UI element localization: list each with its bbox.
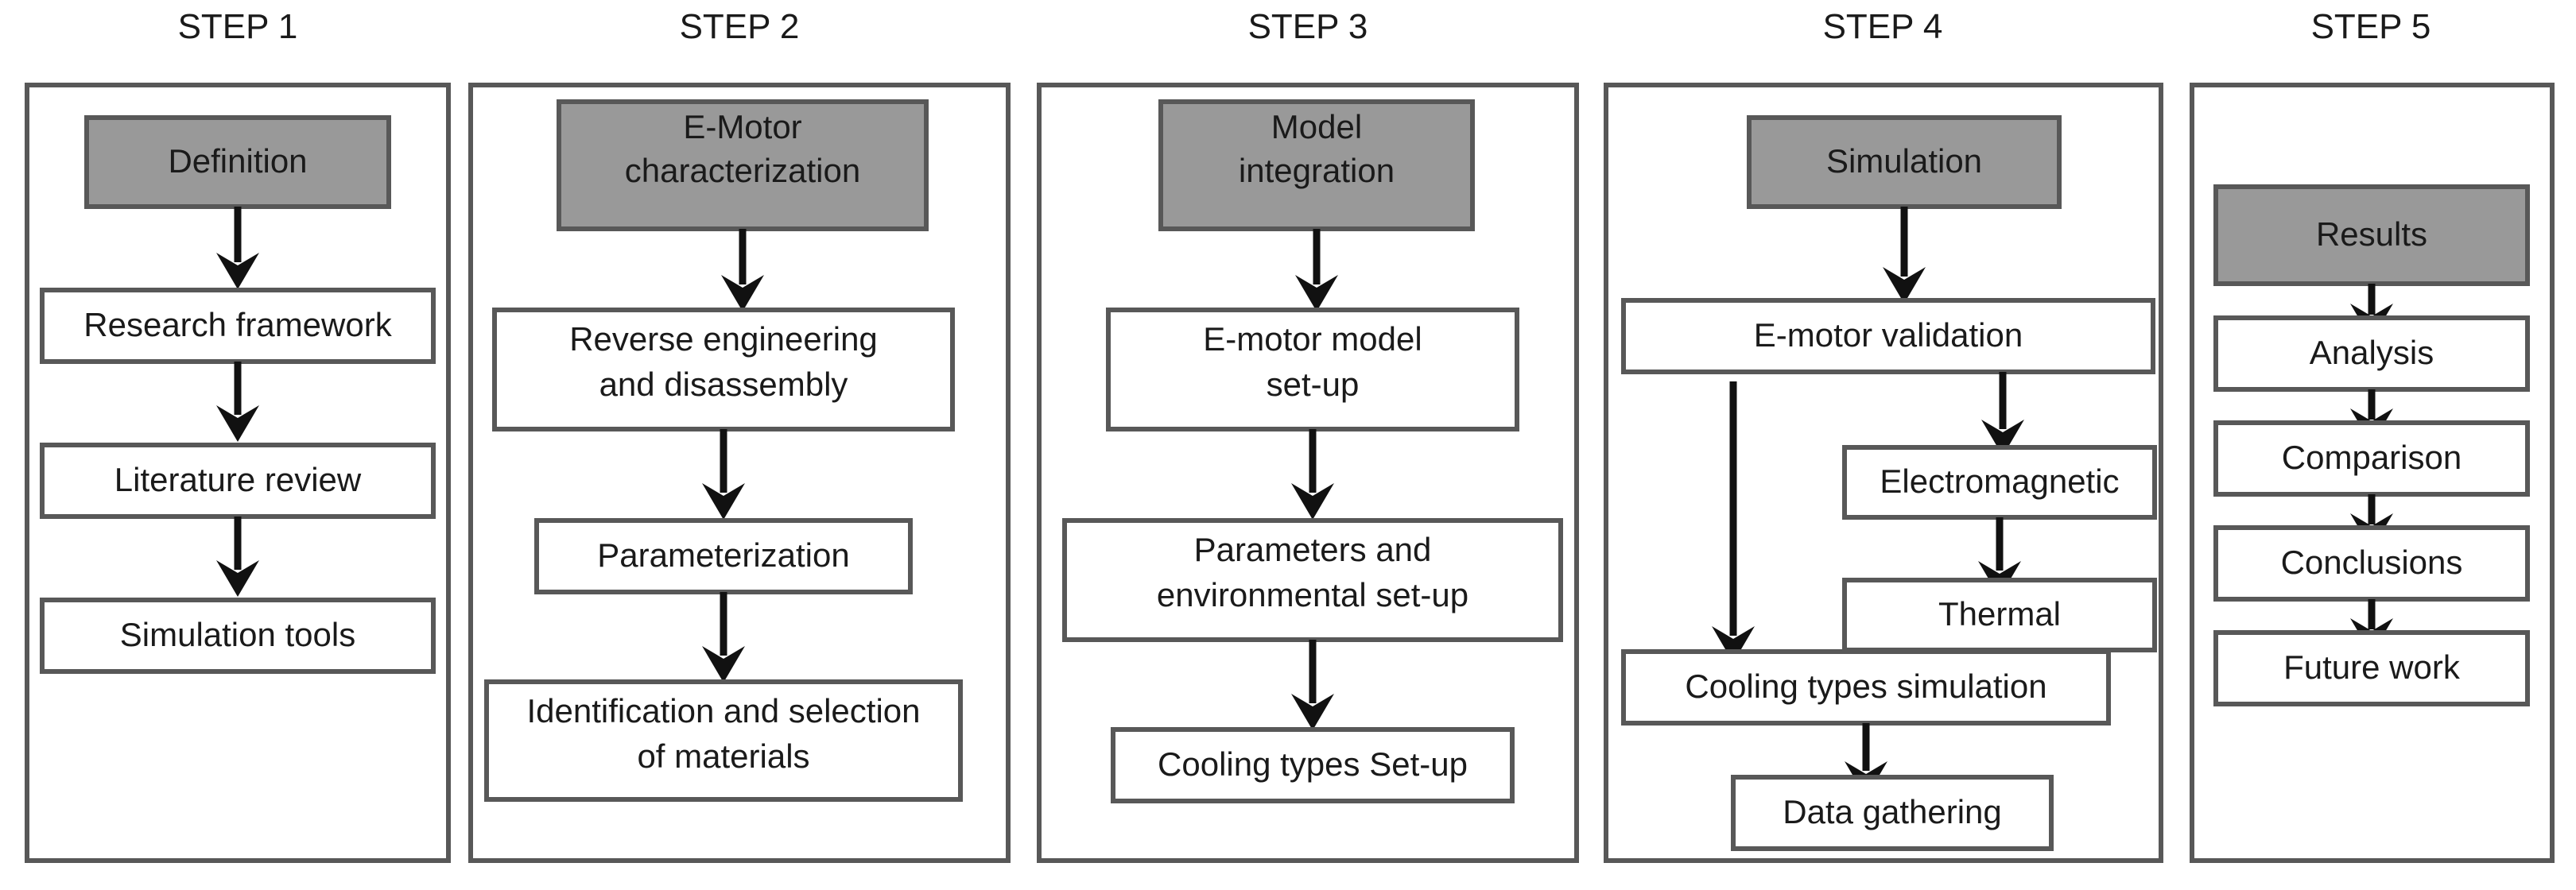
step-5-node-3-label: Future work [2283, 648, 2461, 686]
step-1-node-0-label: Research framework [83, 306, 392, 343]
step-5-node-2-label: Conclusions [2281, 544, 2463, 581]
step-1-node-2-label: Simulation tools [120, 616, 355, 653]
step-4-header-box[interactable] [1747, 115, 2062, 209]
step-5-node-3-box[interactable] [2213, 630, 2530, 706]
step-2-title: STEP 2 [680, 7, 800, 46]
step-4-node-4-label: Data gathering [1783, 793, 2002, 830]
step-4-group: STEP 4 Simulation E-motor validation Ele… [1604, 7, 2163, 863]
step-2-group: STEP 2 E-Motor characterization Reverse … [468, 7, 1011, 863]
step-3-group: STEP 3 Model integration E-motor model s… [1037, 7, 1579, 863]
step-2-header-label-line2: characterization [625, 152, 860, 189]
step-3-node-0-box[interactable] [1106, 308, 1519, 431]
step-3-title: STEP 3 [1248, 7, 1368, 46]
step-1-node-1-box[interactable] [40, 443, 436, 519]
step-4-node-0-box[interactable] [1621, 298, 2155, 374]
step-3-node-0-label-line2: set-up [1267, 366, 1360, 403]
step-4-node-2-box[interactable] [1842, 578, 2157, 652]
step-3-node-2-box[interactable] [1111, 727, 1515, 803]
step-1-node-1-label: Literature review [114, 461, 362, 498]
step-2-node-0-label-line2: and disassembly [599, 366, 848, 403]
step-4-title: STEP 4 [1823, 7, 1943, 46]
step-3-node-2-label: Cooling types Set-up [1158, 745, 1468, 783]
step-5-group: STEP 5 Results Analysis Comparison Concl… [2190, 7, 2555, 863]
step-1-node-2-box[interactable] [40, 598, 436, 674]
step-2-node-1-label: Parameterization [597, 536, 849, 574]
step-3-node-1-box[interactable] [1062, 518, 1563, 642]
step-2-header-label-line1: E-Motor [683, 108, 801, 145]
step-4-node-0-label: E-motor validation [1754, 316, 2023, 354]
step-3-header-box[interactable] [1158, 99, 1475, 231]
step-5-node-0-label: Analysis [2310, 334, 2434, 371]
step-5-header-box[interactable] [2213, 184, 2530, 286]
step-2-node-0-label-line1: Reverse engineering [569, 320, 878, 358]
step-2-node-2-box[interactable] [484, 679, 963, 802]
step-2-node-0-box[interactable] [492, 308, 955, 431]
step-1-group: STEP 1 Definition Research framework Lit… [25, 7, 451, 863]
step-1-header-label: Definition [168, 142, 307, 180]
step-5-title: STEP 5 [2311, 7, 2431, 46]
step-3-node-0-label-line1: E-motor model [1203, 320, 1422, 358]
step-3-header-label-line2: integration [1239, 152, 1395, 189]
step-2-node-1-box[interactable] [534, 518, 913, 594]
step-4-node-3-box[interactable] [1621, 649, 2111, 726]
step-2-header-box[interactable] [557, 99, 929, 231]
step-3-node-1-label-line2: environmental set-up [1157, 576, 1468, 613]
step-4-node-4-box[interactable] [1731, 775, 2054, 851]
step-4-node-2-label: Thermal [1938, 595, 2061, 633]
step-3-node-1-label-line1: Parameters and [1194, 531, 1432, 568]
step-2-node-2-label-line2: of materials [637, 737, 809, 775]
step-4-header-label: Simulation [1826, 142, 1982, 180]
step-4-node-1-label: Electromagnetic [1880, 462, 2119, 500]
step-4-node-3-label: Cooling types simulation [1685, 668, 2046, 705]
step-4-node-1-box[interactable] [1842, 445, 2157, 520]
step-2-node-2-label-line1: Identification and selection [527, 692, 921, 729]
step-3-header-label-line1: Model [1271, 108, 1362, 145]
step-1-title: STEP 1 [178, 7, 298, 46]
step-5-header-label: Results [2316, 215, 2427, 253]
step-5-node-1-label: Comparison [2282, 439, 2462, 476]
